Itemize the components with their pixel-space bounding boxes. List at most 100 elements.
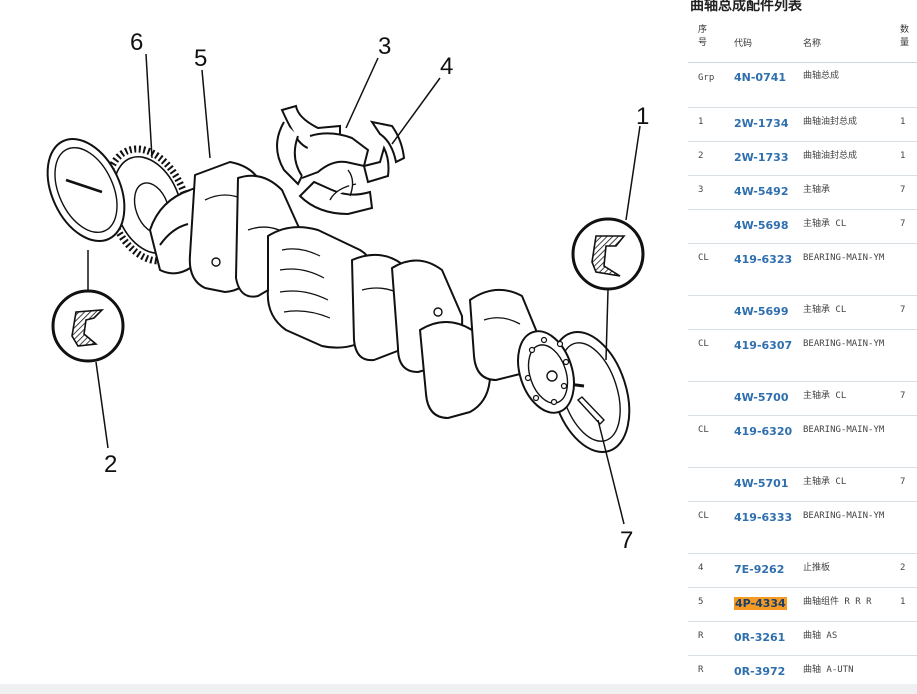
part-code-text: 0R-3972 — [734, 665, 786, 678]
part-code-link[interactable]: 4P-4334 — [734, 595, 794, 612]
part-name: BEARING-MAIN-YM — [803, 511, 885, 521]
part-code-text: 4W-5700 — [734, 391, 789, 404]
header-code: 代码 — [734, 39, 753, 49]
part-code-link[interactable]: 4N-0741 — [734, 69, 794, 86]
row-seq: 1 — [698, 117, 704, 127]
part-qty: 2 — [900, 563, 906, 573]
main-bearing-shells — [276, 104, 374, 216]
table-row: 2 2W-1733 曲轴油封总成 1 — [688, 141, 917, 176]
part-qty: 7 — [900, 185, 906, 195]
callout-5: 5 — [194, 45, 207, 72]
part-code-text: 0R-3261 — [734, 631, 786, 644]
part-code-text: 2W-1733 — [734, 151, 789, 164]
part-qty: 7 — [900, 391, 906, 401]
row-seq: R — [698, 665, 704, 675]
part-qty: 7 — [900, 477, 906, 487]
parts-table-header: 序 号 代码 名称 数 量 — [688, 18, 917, 63]
part-code-text: 419-6333 — [734, 511, 793, 524]
row-seq: CL — [698, 425, 709, 435]
part-name: 主轴承 — [803, 185, 831, 195]
row-seq: 2 — [698, 151, 704, 161]
crankshaft-illustration: 6 5 3 4 1 2 7 — [46, 29, 649, 554]
part-code-link[interactable]: 0R-3972 — [734, 663, 794, 680]
part-code-link[interactable]: 7E-9262 — [734, 561, 794, 578]
row-seq: 4 — [698, 563, 704, 573]
part-code-text: 4W-5698 — [734, 219, 789, 232]
part-code-link[interactable]: 4W-5701 — [734, 475, 794, 492]
parts-list-panel: 曲轴总成配件列表 序 号 代码 名称 数 量 Grp 4N-0741 曲轴总成 1 2W… — [688, 0, 917, 694]
table-row: CL 419-6320 BEARING-MAIN-YM — [688, 415, 917, 468]
table-row: 4W-5700 主轴承 CL 7 — [688, 381, 917, 416]
row-seq: 5 — [698, 597, 704, 607]
table-row: 3 4W-5492 主轴承 7 — [688, 175, 917, 210]
table-row: Grp 4N-0741 曲轴总成 — [688, 63, 917, 108]
part-qty: 7 — [900, 305, 906, 315]
part-code-text: 4N-0741 — [734, 71, 787, 84]
detail-circle-seal-1 — [571, 217, 645, 291]
exploded-parts-diagram: 6 5 3 4 1 2 7 — [46, 29, 650, 554]
part-code-text: 2W-1734 — [734, 117, 789, 130]
part-name: 主轴承 CL — [803, 305, 847, 315]
part-code-link[interactable]: 419-6323 — [734, 251, 794, 268]
parts-list-title: 曲轴总成配件列表 — [690, 0, 802, 14]
part-name: 主轴承 CL — [803, 219, 847, 229]
part-name: 曲轴 AS — [803, 631, 838, 641]
part-name: 曲轴油封总成 — [803, 151, 858, 161]
callout-leaders — [87, 53, 641, 525]
part-code-text: 419-6320 — [734, 425, 793, 438]
header-seq: 序 号 — [698, 25, 708, 48]
callout-7: 7 — [620, 527, 633, 554]
table-row: 4W-5699 主轴承 CL 7 — [688, 295, 917, 330]
detail-circle-seal-2 — [51, 289, 125, 363]
callout-2: 2 — [104, 451, 117, 478]
part-code-link[interactable]: 419-6307 — [734, 337, 794, 354]
callout-3: 3 — [378, 33, 391, 60]
part-name: 曲轴总成 — [803, 71, 840, 81]
part-name: 止推板 — [803, 563, 831, 573]
part-code-link[interactable]: 2W-1734 — [734, 115, 794, 132]
part-name: BEARING-MAIN-YM — [803, 253, 885, 263]
part-code-text: 4W-5699 — [734, 305, 789, 318]
row-seq: CL — [698, 511, 709, 521]
front-seal-ring — [46, 137, 126, 243]
part-name: BEARING-MAIN-YM — [803, 339, 885, 349]
part-code-link[interactable]: 4W-5700 — [734, 389, 794, 406]
row-seq: CL — [698, 253, 709, 263]
part-code-text: 7E-9262 — [734, 563, 785, 576]
part-name: 曲轴组件 R R R — [803, 597, 872, 607]
table-row: CL 419-6323 BEARING-MAIN-YM — [688, 243, 917, 296]
row-seq: CL — [698, 339, 709, 349]
part-code-text: 419-6307 — [734, 339, 793, 352]
callout-6: 6 — [130, 29, 143, 56]
row-seq: Grp — [698, 73, 715, 83]
bottom-scroll-strip — [0, 684, 917, 694]
part-code-link[interactable]: 4W-5492 — [734, 183, 794, 200]
header-qty: 数 量 — [900, 25, 910, 48]
table-row: CL 419-6333 BEARING-MAIN-YM — [688, 501, 917, 554]
row-seq: 3 — [698, 185, 704, 195]
table-row: 4W-5698 主轴承 CL 7 — [688, 209, 917, 244]
thrust-plates — [362, 120, 406, 184]
part-name: BEARING-MAIN-YM — [803, 425, 885, 435]
part-code-link[interactable]: 4W-5698 — [734, 217, 794, 234]
part-code-link[interactable]: 4W-5699 — [734, 303, 794, 320]
part-code-text: 419-6323 — [734, 253, 793, 266]
row-seq: R — [698, 631, 704, 641]
callout-1: 1 — [636, 103, 649, 130]
part-name: 主轴承 CL — [803, 391, 847, 401]
callout-4: 4 — [440, 53, 453, 80]
part-name: 曲轴 A-UTN — [803, 665, 854, 675]
part-qty: 1 — [900, 151, 906, 161]
part-code-text: 4W-5492 — [734, 185, 789, 198]
table-row: 4 7E-9262 止推板 2 — [688, 553, 917, 588]
table-row: R 0R-3261 曲轴 AS — [688, 621, 917, 656]
part-qty: 7 — [900, 219, 906, 229]
part-code-link[interactable]: 0R-3261 — [734, 629, 794, 646]
crankshaft-body — [149, 161, 575, 419]
part-code-link[interactable]: 419-6320 — [734, 423, 794, 440]
part-code-link[interactable]: 419-6333 — [734, 509, 794, 526]
part-code-link[interactable]: 2W-1733 — [734, 149, 794, 166]
part-qty: 1 — [900, 117, 906, 127]
